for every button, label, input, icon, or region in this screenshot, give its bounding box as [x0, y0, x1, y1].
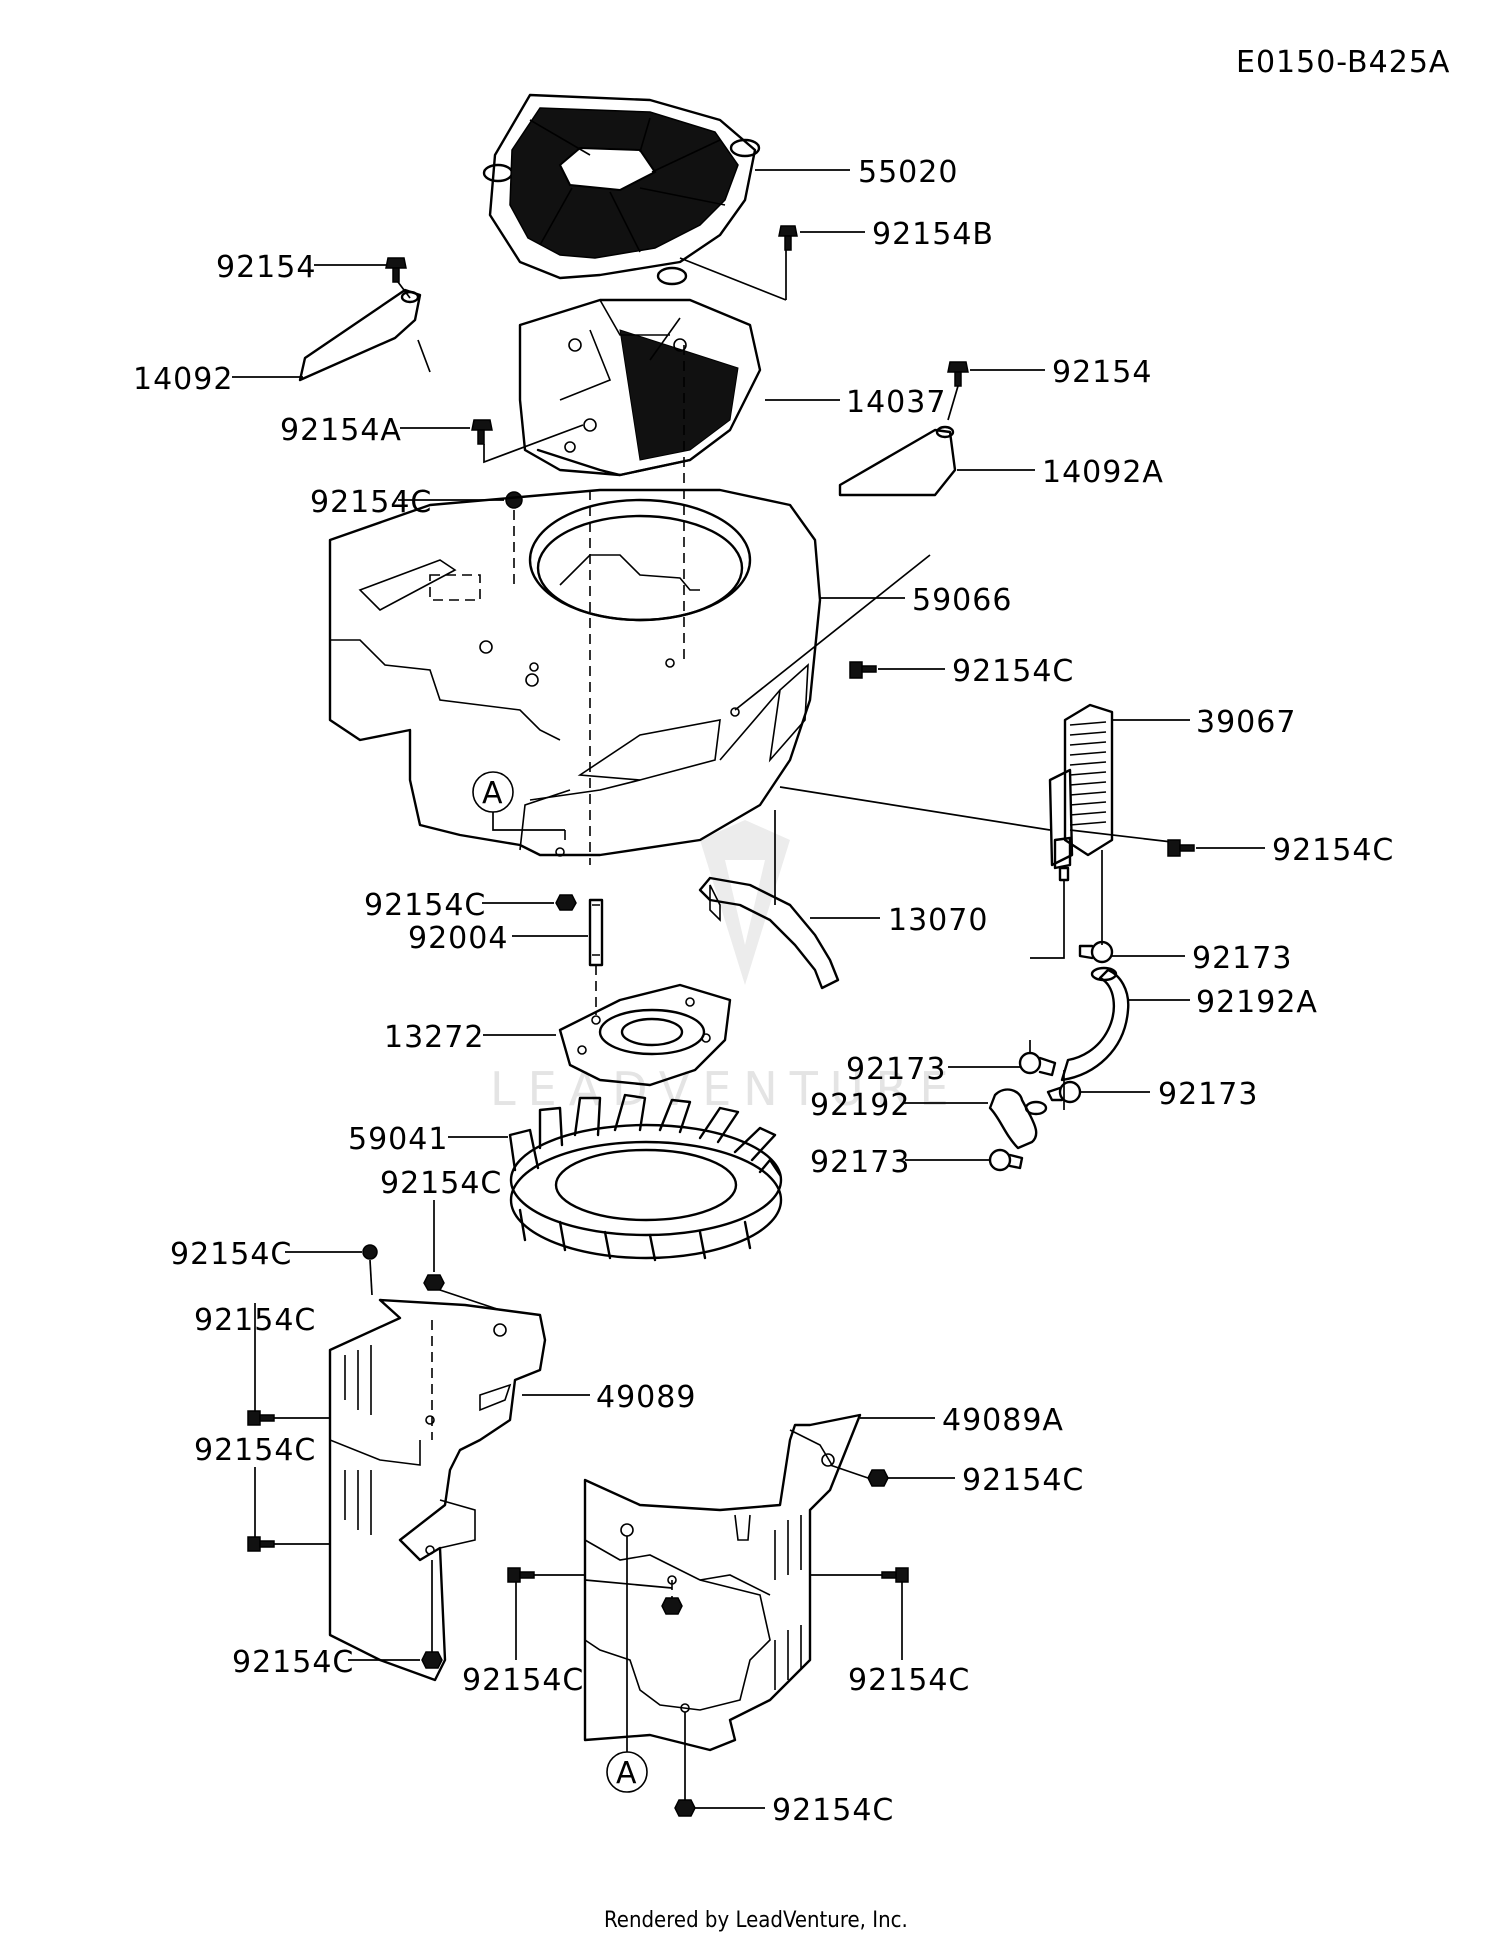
callout-A-bottom: A — [606, 1536, 648, 1793]
part-13070-seal[interactable] — [698, 810, 880, 990]
label-92173-c[interactable]: 92173 — [1158, 1077, 1258, 1112]
label-49089[interactable]: 49089 — [596, 1380, 696, 1415]
label-13272[interactable]: 13272 — [384, 1020, 484, 1055]
label-92154C-shroud-left[interactable]: 92154C — [170, 1237, 292, 1272]
diagram-code: E0150-B425A — [1236, 45, 1450, 80]
label-92173-b[interactable]: 92173 — [846, 1052, 946, 1087]
label-14092A[interactable]: 14092A — [1042, 455, 1164, 490]
part-92154C-bolt-right1[interactable] — [829, 1464, 955, 1487]
part-labels: 55020 92154B 92154 14092 92154A 14037 92… — [133, 155, 1394, 1828]
label-14092[interactable]: 14092 — [133, 362, 233, 397]
label-92192[interactable]: 92192 — [810, 1088, 910, 1123]
part-92154B-bolt[interactable] — [679, 225, 865, 301]
label-92154C-right2[interactable]: 92154C — [462, 1663, 584, 1698]
label-92154C-radiator[interactable]: 92154C — [1272, 833, 1394, 868]
part-92154C-bolt-left1[interactable] — [247, 1303, 330, 1426]
part-14037-plate[interactable] — [518, 298, 840, 477]
part-92154C-bolt-left2[interactable] — [247, 1467, 330, 1552]
part-92173-clamp-d[interactable] — [905, 1148, 1024, 1172]
part-49089-cover[interactable] — [328, 1298, 590, 1682]
part-92154A-bolt[interactable] — [400, 419, 584, 464]
label-92173-a[interactable]: 92173 — [1192, 941, 1292, 976]
callout-A-top: A — [472, 771, 566, 842]
part-49089A-cover[interactable] — [583, 1413, 935, 1752]
part-59041-fan[interactable] — [448, 1093, 783, 1262]
label-92004[interactable]: 92004 — [408, 921, 508, 956]
part-92154C-bolt-radiator[interactable] — [1167, 839, 1265, 857]
part-13272-plate[interactable] — [483, 983, 732, 1087]
part-92154C-bolt-bottom[interactable] — [674, 1712, 765, 1817]
part-92154C-bolt-left-bottom[interactable] — [348, 1560, 443, 1669]
part-92154C-bolt-mid[interactable] — [849, 661, 945, 679]
part-14092A-plate[interactable] — [838, 425, 1035, 497]
part-92154C-bolt-fan[interactable] — [423, 1200, 501, 1311]
label-55020[interactable]: 55020 — [858, 155, 958, 190]
callout-letter-top: A — [482, 776, 504, 811]
part-92192A-hose[interactable] — [1060, 966, 1190, 1082]
label-92154-left[interactable]: 92154 — [216, 250, 316, 285]
label-92154C-bottom[interactable]: 92154C — [772, 1793, 894, 1828]
footer-credit: Rendered by LeadVenture, Inc. — [604, 1908, 908, 1933]
label-59041[interactable]: 59041 — [348, 1122, 448, 1157]
label-92154A[interactable]: 92154A — [280, 413, 402, 448]
part-92154C-stud-nut[interactable] — [482, 894, 577, 911]
label-14037[interactable]: 14037 — [846, 385, 946, 420]
label-92154-right[interactable]: 92154 — [1052, 355, 1152, 390]
part-92154C-bolt-right2[interactable] — [507, 1567, 683, 1660]
part-92154-bolt-right[interactable] — [947, 361, 1045, 421]
part-92154C-bolt-shroud-left[interactable] — [285, 1244, 378, 1296]
callout-letter-bottom: A — [616, 1756, 638, 1791]
label-92173-d[interactable]: 92173 — [810, 1145, 910, 1180]
part-59066-shroud[interactable] — [328, 345, 931, 865]
label-92154B[interactable]: 92154B — [872, 217, 994, 252]
label-92154C-right3[interactable]: 92154C — [848, 1663, 970, 1698]
label-92154C-fan[interactable]: 92154C — [380, 1166, 502, 1201]
part-92173-clamp-b[interactable] — [948, 1040, 1057, 1077]
label-92192A[interactable]: 92192A — [1196, 985, 1318, 1020]
part-92173-clamp-a[interactable] — [1078, 940, 1185, 964]
part-92192-hose[interactable] — [903, 1088, 1048, 1150]
watermark-text: LEADVENTURE — [490, 1062, 961, 1116]
label-92154C-left-bottom[interactable]: 92154C — [232, 1645, 354, 1680]
label-92154C-mid[interactable]: 92154C — [952, 654, 1074, 689]
part-92173-clamp-c[interactable] — [1046, 1070, 1150, 1110]
part-14092-plate[interactable] — [232, 288, 431, 382]
part-92154C-bolt-right3[interactable] — [810, 1567, 909, 1660]
label-59066[interactable]: 59066 — [912, 583, 1012, 618]
part-92004-stud[interactable] — [512, 898, 604, 1015]
part-92154-bolt-left[interactable] — [314, 257, 411, 299]
label-92154C-left2[interactable]: 92154C — [194, 1433, 316, 1468]
label-92154C-right1[interactable]: 92154C — [962, 1463, 1084, 1498]
label-13070[interactable]: 13070 — [888, 903, 988, 938]
label-92154C-top[interactable]: 92154C — [310, 485, 432, 520]
label-49089A[interactable]: 49089A — [942, 1403, 1064, 1438]
watermark: LEADVENTURE — [490, 820, 961, 1116]
part-55020-cover[interactable] — [482, 93, 761, 286]
label-39067[interactable]: 39067 — [1196, 705, 1296, 740]
label-92154C-left1[interactable]: 92154C — [194, 1303, 316, 1338]
label-92154C-stud[interactable]: 92154C — [364, 888, 486, 923]
part-39067-radiator[interactable] — [779, 703, 1190, 959]
